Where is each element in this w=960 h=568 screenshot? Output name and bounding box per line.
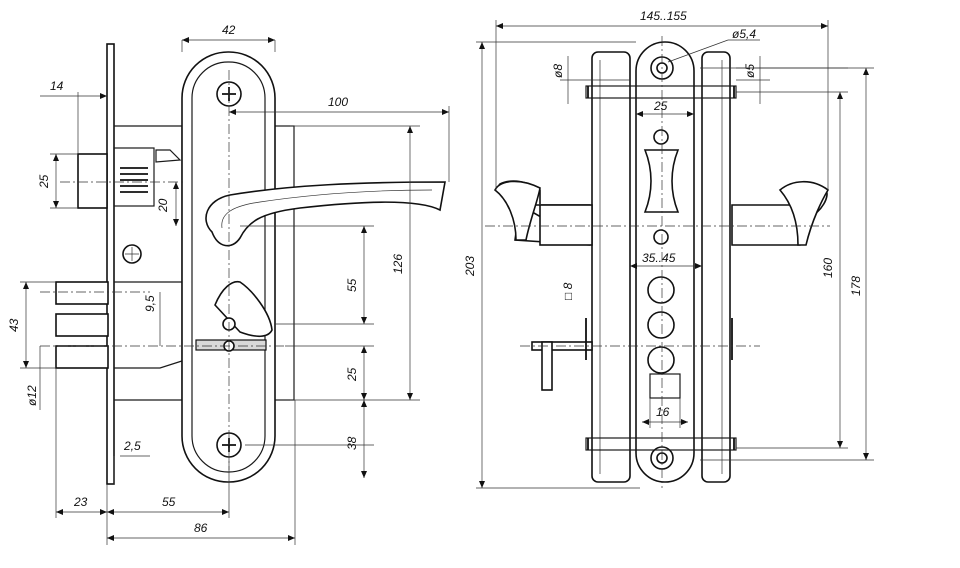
escutcheon-inner [191, 61, 266, 473]
dim-offset: 14 [50, 79, 64, 93]
escutcheon-outer [181, 51, 276, 483]
dim-cylinder-16: 16 [656, 405, 670, 419]
dim-160: 160 [821, 258, 835, 278]
dim-latch-handle: 20 [156, 198, 170, 213]
faceplate [106, 43, 115, 485]
dim-overall-width: 145..155 [640, 9, 687, 23]
dim-55-vertical: 55 [345, 278, 359, 292]
dim-plate-width: 42 [222, 23, 236, 37]
dim-55-bottom: 55 [162, 495, 176, 509]
dim-screw-hole: ø5,4 [732, 27, 756, 41]
deadbolt-3 [55, 345, 109, 369]
dim-bolt-diameter: ø12 [25, 385, 39, 406]
dim-latch-height: 25 [37, 174, 51, 189]
spindle-hub-cross [125, 247, 139, 261]
dim-hole-5: ø5 [743, 64, 757, 78]
dim-hole-8: ø8 [551, 64, 565, 78]
dim-178: 178 [849, 276, 863, 296]
bolt-bar [114, 281, 186, 369]
side-view [485, 36, 830, 488]
lever-handle-edge [221, 189, 433, 229]
bolt-hole-1 [647, 276, 675, 304]
dim-25-vertical: 25 [345, 367, 359, 382]
side-handle-right-grip [778, 180, 830, 246]
dim-handle-length: 100 [328, 95, 348, 109]
dim-23: 23 [73, 495, 88, 509]
cylinder-body [649, 373, 681, 399]
dim-overall-height: 203 [463, 256, 477, 277]
side-spindle-left [539, 204, 593, 246]
bolt-hole-2 [647, 311, 675, 339]
dim-spindle-square: □ 8 [561, 282, 575, 300]
dim-38-vertical: 38 [345, 436, 359, 450]
lever-handle [205, 181, 446, 247]
deadbolt-2 [55, 313, 109, 337]
dim-faceplate-thickness: 2,5 [123, 439, 141, 453]
outer-plate-right [701, 51, 731, 483]
latch-tongue [155, 149, 182, 163]
side-dimensions: 145..155 ø5,4 ø8 ø5 25 203 □ 8 35..45 16… [463, 9, 874, 489]
latch-housing [113, 147, 155, 207]
front-view [40, 43, 446, 485]
latch-body [77, 153, 108, 209]
front-dimensions: 42 14 25 20 100 126 55 25 38 [7, 23, 450, 545]
outer-plate-left [591, 51, 631, 483]
dim-86: 86 [194, 521, 208, 535]
deadbolt-1 [55, 281, 109, 305]
dim-plate-25: 25 [653, 99, 668, 113]
spindle-hole [653, 229, 669, 245]
latch-slot [643, 149, 680, 213]
through-bolt-bottom [585, 437, 737, 451]
dim-bolt-spacing: 9,5 [143, 295, 157, 312]
dim-bolt-span: 43 [7, 318, 21, 332]
bolt-hole-3 [647, 346, 675, 374]
dim-door-thickness: 35..45 [642, 251, 676, 265]
latch-hole [653, 129, 669, 145]
latch-spring [120, 167, 148, 193]
dim-126: 126 [391, 254, 405, 274]
side-handle-left-grip [493, 180, 541, 241]
